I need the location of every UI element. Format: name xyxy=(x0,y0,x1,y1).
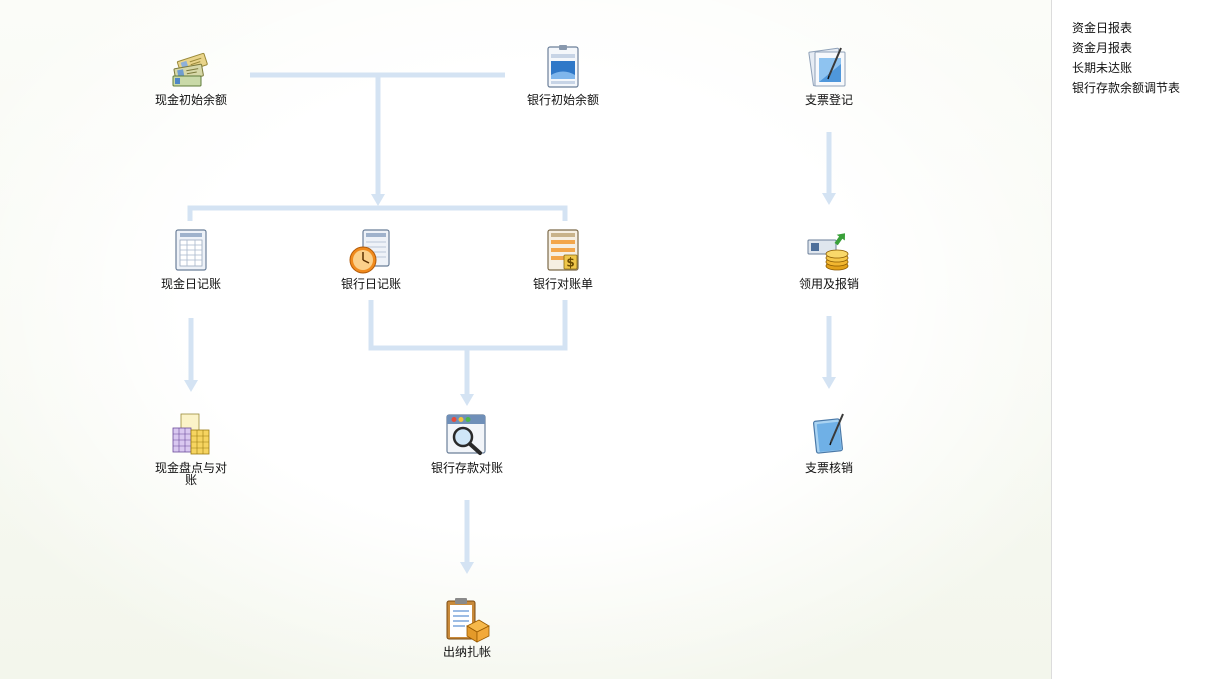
connector-distribution-bar xyxy=(187,205,568,221)
flow-canvas: 现金初始余额 银行初始余额 支票登记 xyxy=(0,0,1051,679)
check-pen-icon xyxy=(808,47,846,87)
panel-divider xyxy=(1051,0,1052,679)
node-label: 银行初始余额 xyxy=(526,93,599,107)
node-cash-initial-balance[interactable]: 现金初始余额 xyxy=(141,44,241,106)
node-label: 现金初始余额 xyxy=(154,93,227,107)
node-bank-deposit-reconcile[interactable]: 银行存款对账 xyxy=(417,412,517,474)
statement-dollar-icon: $ xyxy=(547,229,579,271)
arrowhead-journals xyxy=(371,194,385,206)
arrowhead-reconcile xyxy=(460,394,474,406)
flow-connectors xyxy=(184,72,836,574)
arrowhead-collect xyxy=(822,193,836,205)
node-label: 银行对账单 xyxy=(532,277,593,291)
node-label: 支票登记 xyxy=(804,93,853,107)
ledger-clock-icon xyxy=(349,229,390,274)
node-collect-reimburse[interactable]: 领用及报销 xyxy=(779,228,879,290)
reports-panel: 资金日报表 资金月报表 长期未达账 银行存款余额调节表 xyxy=(1052,0,1216,679)
node-cashier-close[interactable]: 出纳扎帐 xyxy=(417,596,517,658)
svg-text:$: $ xyxy=(566,256,574,270)
connector-bank-merge xyxy=(368,300,568,351)
node-label: 银行日记账 xyxy=(340,277,401,291)
node-cash-count-reconcile[interactable]: 现金盘点与对账 xyxy=(141,412,241,486)
arrowhead-close xyxy=(460,562,474,574)
report-link-bank-reconciliation[interactable]: 银行存款余额调节表 xyxy=(1072,81,1181,95)
clipboard-box-icon xyxy=(446,598,490,643)
report-link-monthly-funds[interactable]: 资金月报表 xyxy=(1072,41,1133,55)
cash-tickets-icon xyxy=(172,52,208,87)
node-label: 银行存款对账 xyxy=(430,461,503,475)
notebook-pen-icon xyxy=(812,413,844,454)
ledger-form-icon xyxy=(175,229,207,271)
node-label: 现金盘点与对账 xyxy=(154,461,227,487)
node-bank-initial-balance[interactable]: 银行初始余额 xyxy=(513,44,613,106)
arrowhead-cash-count xyxy=(184,380,198,392)
node-label: 现金日记账 xyxy=(160,277,221,291)
node-check-register[interactable]: 支票登记 xyxy=(779,44,879,106)
node-label: 支票核销 xyxy=(804,461,853,475)
node-label: 领用及报销 xyxy=(798,277,859,291)
node-cash-journal[interactable]: 现金日记账 xyxy=(141,228,241,290)
report-link-long-outstanding[interactable]: 长期未达账 xyxy=(1072,61,1133,75)
report-link-daily-funds[interactable]: 资金日报表 xyxy=(1072,21,1133,35)
node-bank-statement[interactable]: $ 银行对账单 xyxy=(513,228,613,290)
node-bank-journal[interactable]: 银行日记账 xyxy=(321,228,421,290)
magnifier-window-icon xyxy=(446,414,486,455)
bank-document-icon xyxy=(547,45,579,88)
spreadsheets-icon xyxy=(172,413,210,455)
arrowhead-writeoff xyxy=(822,377,836,389)
money-coins-icon xyxy=(807,233,849,271)
node-label: 出纳扎帐 xyxy=(442,645,491,659)
node-check-writeoff[interactable]: 支票核销 xyxy=(779,412,879,474)
